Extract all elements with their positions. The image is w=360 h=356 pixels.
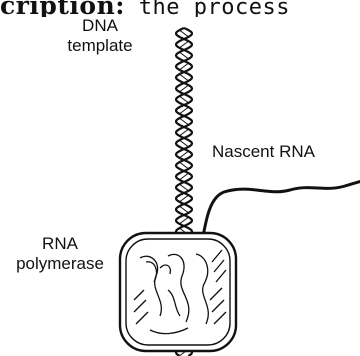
rna-polymerase bbox=[120, 233, 236, 351]
dna-base-pair bbox=[180, 97, 188, 103]
dna-base-pair bbox=[180, 42, 188, 48]
dna-base-pair bbox=[180, 86, 188, 92]
dna-base-pair bbox=[180, 75, 188, 81]
dna-base-pair bbox=[180, 141, 188, 147]
dna-base-pair bbox=[180, 119, 188, 125]
dna-base-pair bbox=[180, 53, 188, 59]
dna-base-pair bbox=[180, 130, 188, 136]
dna-base-pair bbox=[180, 163, 188, 169]
dna-base-pair bbox=[180, 207, 188, 213]
dna-base-pair bbox=[180, 185, 188, 191]
dna-base-pair bbox=[180, 196, 188, 202]
dna-base-pair bbox=[180, 152, 188, 158]
dna-base-pair bbox=[180, 64, 188, 70]
dna-base-pair bbox=[180, 174, 188, 180]
dna-base-pair bbox=[180, 108, 188, 114]
dna-base-pair bbox=[180, 218, 188, 224]
dna-base-pair bbox=[180, 31, 188, 37]
